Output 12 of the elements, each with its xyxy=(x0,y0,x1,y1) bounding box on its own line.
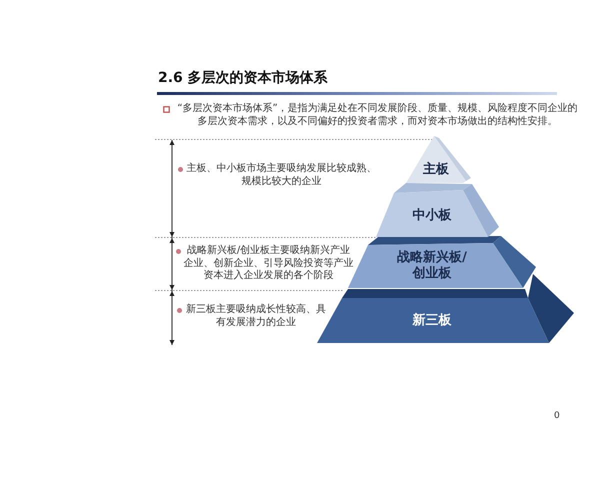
tier-label: 战略新兴板/创业板 xyxy=(396,250,468,282)
pyramid-tier xyxy=(406,136,471,183)
intro-text: “多层次资本市场体系”，是指为满足处在不同发展阶段、质量、规模、风险程度不同企业的多层次资本需求，以及不同偏好的投资者需求，而对资本市场做出的结构性安排。 xyxy=(176,102,579,128)
tier-label: 新三板 xyxy=(412,313,452,329)
tier-label: 主板 xyxy=(423,162,449,178)
pyramid-tier xyxy=(376,183,499,237)
description-text: 新三板主要吸纳成长性较高、具有发展潜力的企业 xyxy=(185,304,327,329)
tier-label: 中小板 xyxy=(412,208,452,224)
description-text: 战略新兴板/创业板主要吸纳新兴产业企业、创新企业、引导风险投资等产业资本进入企业发展的各个阶段 xyxy=(183,245,354,282)
title: 2.6 多层次的资本市场体系 xyxy=(158,69,328,87)
page-number: 0 xyxy=(554,411,560,421)
description-text: 主板、中小板市场主要吸纳发展比较成熟、规模比较大的企业 xyxy=(186,163,378,188)
